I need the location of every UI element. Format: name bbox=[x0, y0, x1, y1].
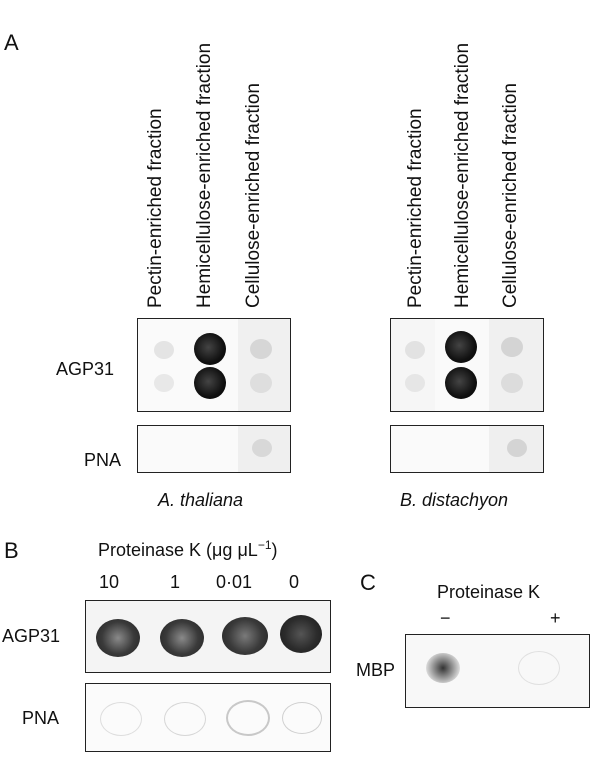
panel-b-title-close: ) bbox=[271, 540, 278, 560]
blot-panel-b-pna bbox=[85, 683, 331, 752]
blot-spot bbox=[501, 373, 523, 393]
blot-spot bbox=[280, 615, 322, 653]
blot-athaliana-pna bbox=[137, 425, 291, 473]
label-hemicellulose-athaliana: Hemicellulose-enriched fraction bbox=[194, 42, 215, 308]
row-label-agp31-b: AGP31 bbox=[2, 626, 61, 646]
blot-spot bbox=[507, 439, 527, 457]
blot-spot bbox=[194, 333, 226, 365]
conc-label-10: 10 bbox=[99, 572, 120, 592]
panel-c-minus: − bbox=[440, 608, 451, 628]
blot-spot bbox=[405, 341, 425, 359]
blot-spot bbox=[445, 367, 477, 399]
panel-c-plus: + bbox=[550, 608, 561, 628]
species-label-athaliana: A. thaliana bbox=[158, 490, 244, 510]
blot-spot bbox=[405, 374, 425, 392]
row-label-agp31-a: AGP31 bbox=[56, 359, 115, 379]
blot-spot bbox=[100, 702, 142, 736]
panel-b-letter: B bbox=[4, 538, 19, 563]
blot-spot bbox=[445, 331, 477, 363]
blot-spot bbox=[154, 374, 174, 392]
blot-spot bbox=[154, 341, 174, 359]
blot-spot bbox=[226, 700, 270, 736]
conc-label-1: 1 bbox=[170, 572, 181, 592]
panel-b-title-text: Proteinase K (μg μL bbox=[98, 540, 258, 560]
blot-spot bbox=[250, 373, 272, 393]
blot-panel-c-mbp bbox=[405, 634, 590, 708]
blot-spot bbox=[222, 617, 268, 655]
blot-panel-b-agp31 bbox=[85, 600, 331, 673]
panel-c-letter: C bbox=[360, 570, 376, 595]
blot-spot bbox=[282, 702, 322, 734]
blot-spot bbox=[160, 619, 204, 657]
label-cellulose-bdistachyon: Cellulose-enriched fraction bbox=[500, 83, 521, 308]
panel-b-title: Proteinase K (μg μL−1) bbox=[98, 538, 278, 561]
row-label-pna-b: PNA bbox=[22, 708, 60, 728]
label-pectin-athaliana: Pectin-enriched fraction bbox=[145, 108, 166, 308]
blot-spot bbox=[96, 619, 140, 657]
panel-c-title: Proteinase K bbox=[437, 582, 541, 602]
row-label-mbp: MBP bbox=[356, 660, 396, 680]
blot-strip bbox=[238, 319, 290, 411]
blot-strip bbox=[489, 319, 543, 411]
blot-spot bbox=[518, 651, 560, 685]
blot-bdistachyon-agp31 bbox=[390, 318, 544, 412]
blot-athaliana-agp31 bbox=[137, 318, 291, 412]
blot-spot bbox=[194, 367, 226, 399]
panel-a-letter: A bbox=[4, 30, 19, 55]
panel-b-title-sup: −1 bbox=[257, 538, 272, 552]
blot-spot bbox=[501, 337, 523, 357]
label-hemicellulose-bdistachyon: Hemicellulose-enriched fraction bbox=[452, 42, 473, 308]
label-pectin-bdistachyon: Pectin-enriched fraction bbox=[405, 108, 426, 308]
blot-bdistachyon-pna bbox=[390, 425, 544, 473]
blot-spot bbox=[252, 439, 272, 457]
conc-label-0-01: 0·01 bbox=[216, 572, 253, 592]
conc-label-0: 0 bbox=[289, 572, 300, 592]
row-label-pna-a: PNA bbox=[84, 450, 122, 470]
blot-spot bbox=[426, 653, 460, 683]
label-cellulose-athaliana: Cellulose-enriched fraction bbox=[243, 83, 264, 308]
blot-spot bbox=[250, 339, 272, 359]
species-label-bdistachyon: B. distachyon bbox=[400, 490, 509, 510]
blot-spot bbox=[164, 702, 206, 736]
blot-strip bbox=[391, 319, 435, 411]
